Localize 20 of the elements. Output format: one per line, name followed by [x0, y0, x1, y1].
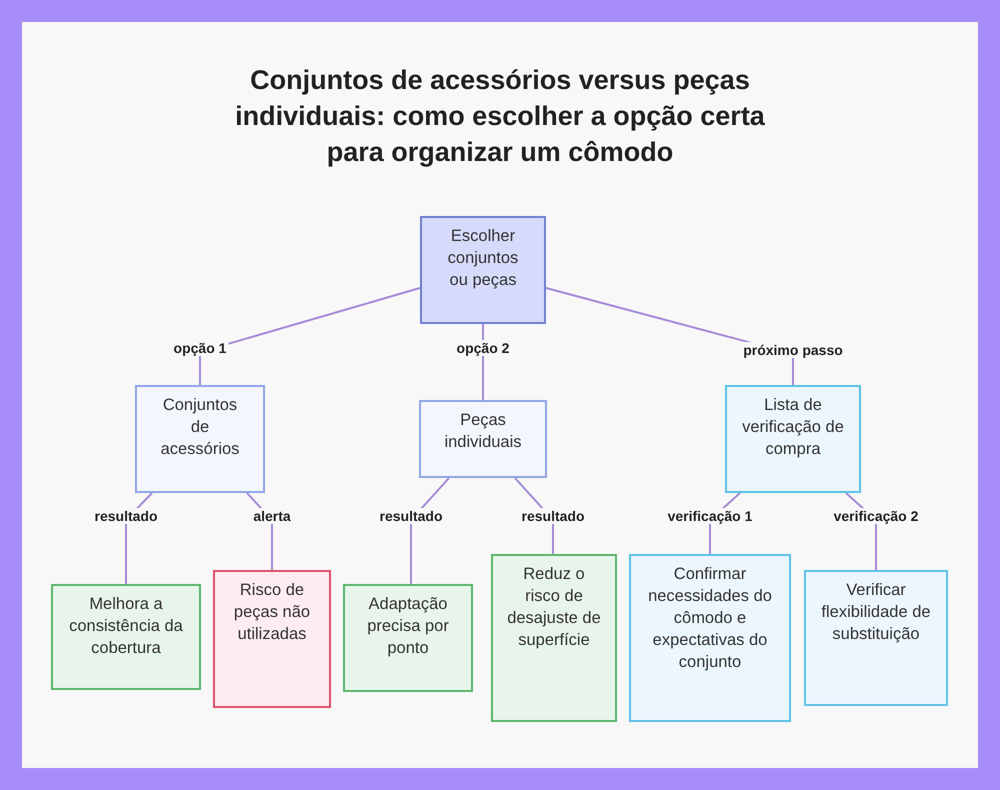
edge-label: opção 2	[454, 340, 512, 356]
edge-label: opção 1	[172, 340, 228, 356]
process-box: Reduz o risco de desajuste de superfície	[491, 554, 617, 722]
process-box: Risco de peças não utilizadas	[213, 570, 331, 708]
process-box: Lista de verificação de compra	[725, 385, 861, 493]
process-box: Adaptação precisa por ponto	[343, 584, 473, 692]
edge-label: resultado	[92, 508, 160, 524]
process-box: Escolher conjuntos ou peças	[420, 216, 546, 324]
process-box: Confirmar necessidades do cômodo e expectativas do conjunto	[629, 554, 791, 722]
edge-label: próximo passo	[741, 342, 845, 358]
title: Conjuntos de acessórios versus peças individuais: como escolher a opção certa para organizar um cômodo	[234, 64, 766, 169]
edge-label: verificação 1	[666, 508, 754, 524]
process-box: Melhora a consistência da cobertura	[51, 584, 201, 690]
process-box: Conjuntos de acessórios	[135, 385, 265, 493]
edge-label: resultado	[520, 508, 586, 524]
process-box: Peças individuais	[419, 400, 547, 478]
edge-label: resultado	[378, 508, 444, 524]
edge-label: verificação 2	[832, 508, 920, 524]
edge-label: alerta	[251, 508, 293, 524]
process-box: Verificar flexibilidade de substituição	[804, 570, 948, 706]
